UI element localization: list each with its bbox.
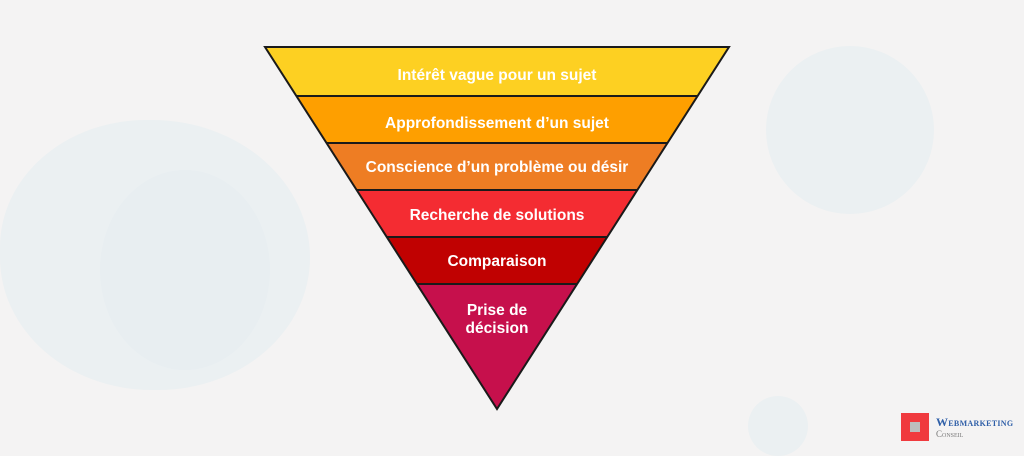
funnel-level-3 (326, 143, 668, 190)
background-blob-right (766, 46, 934, 214)
funnel-level-5 (386, 237, 608, 284)
funnel-level-2-label: Approfondissement d’un sujet (385, 115, 609, 132)
background-blob-left-inner (100, 170, 270, 370)
logo-subtitle: Conseil (936, 428, 964, 439)
funnel-level-1 (265, 47, 729, 96)
funnel-level-4-label: Recherche de solutions (409, 207, 585, 224)
funnel-level-3-label: Conscience d’un problème ou désir (365, 159, 629, 176)
funnel-level-6-label-line2: décision (465, 320, 529, 337)
funnel-level-1-label: Intérêt vague pour un sujet (397, 67, 597, 84)
logo-square-inner (910, 422, 920, 432)
funnel-level-4 (356, 190, 638, 237)
funnel-level-5-label: Comparaison (447, 253, 547, 270)
logo-text: Webmarketing Conseil (936, 415, 1013, 440)
logo-title: Webmarketing (936, 414, 1014, 429)
background-blob-bottom (748, 396, 808, 456)
brand-logo: Webmarketing Conseil (901, 413, 1013, 441)
logo-square-icon (901, 413, 929, 441)
funnel-level-6 (416, 284, 578, 409)
funnel-level-2 (296, 96, 698, 143)
funnel-level-6-label-line1: Prise de (466, 302, 528, 319)
funnel-outline (263, 46, 731, 411)
